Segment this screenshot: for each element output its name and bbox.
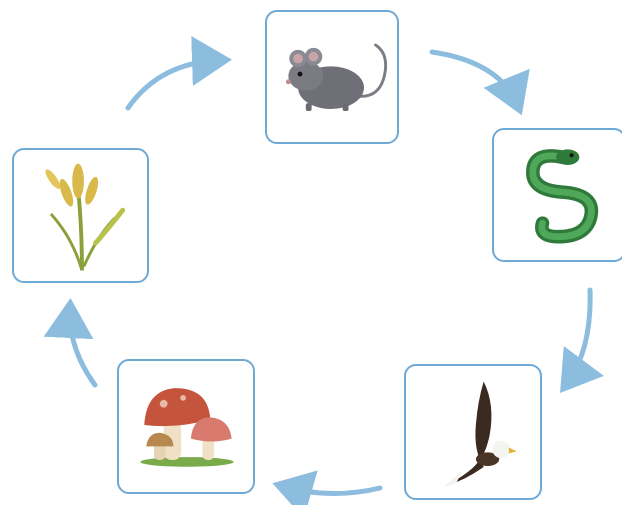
mouse-icon [285,43,388,111]
mushroom-card [117,359,255,494]
arrow-rice-to-mouse [125,35,232,111]
rice-plant-card [12,148,149,283]
mouse-card [265,10,399,144]
snake-card [492,128,622,262]
arrow-snake-to-eagle [560,287,604,394]
arrow-mouse-to-snake [429,49,530,116]
arrow-mushroom-to-rice [43,298,98,388]
eagle-card [404,364,542,500]
eagle-icon [444,381,517,487]
rice-plant-icon [45,163,126,271]
mushroom-icon [140,388,234,467]
snake-icon [526,149,599,244]
arrow-eagle-to-mushroom [272,470,383,505]
